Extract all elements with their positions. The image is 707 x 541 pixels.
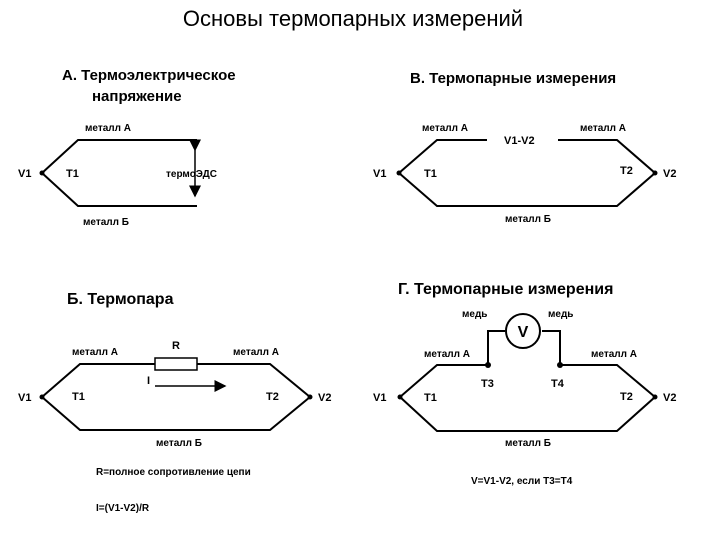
panel-b-t2: T2 <box>266 391 279 403</box>
panel-a-t1: T1 <box>66 168 79 180</box>
panel-a-metal-b: металл Б <box>83 217 129 228</box>
panel-b-metal-b: металл Б <box>156 438 202 449</box>
panel-g-heading: Г. Термопарные измерения <box>398 281 613 298</box>
panel-a-heading-line1: А. Термоэлектрическое <box>62 67 236 84</box>
voltmeter-icon <box>505 313 541 349</box>
panel-v-wires <box>397 139 657 207</box>
panel-a-metal-a: металл А <box>85 123 131 134</box>
panel-g-t1: T1 <box>424 392 437 404</box>
panel-b: Б. Термопара металл А металл А R I метал… <box>18 291 331 514</box>
panel-a-emf-label: термоЭДС <box>166 169 217 180</box>
panel-g-metal-a-right: металл А <box>591 349 637 360</box>
panel-b-i-label: I <box>147 375 150 387</box>
panel-g-v1: V1 <box>373 392 386 404</box>
panel-b-note-current: I=(V1-V2)/R <box>96 503 150 514</box>
panel-g-note: V=V1-V2, если T3=T4 <box>471 476 573 487</box>
panel-g-junction-t4 <box>557 362 563 368</box>
voltmeter-label: V <box>518 324 529 341</box>
panel-a-junction <box>39 170 45 176</box>
panel-v-metal-b: металл Б <box>505 214 551 225</box>
panel-b-metal-a-right: металл А <box>233 347 279 358</box>
panel-a-v1: V1 <box>18 168 31 180</box>
panel-g-metal-b: металл Б <box>505 438 551 449</box>
panel-g-t3: T3 <box>481 378 494 390</box>
panel-g-metal-a-left: металл А <box>424 349 470 360</box>
panel-b-wires <box>40 363 312 431</box>
panel-g-copper-left-label: медь <box>462 309 487 320</box>
page-title: Основы термопарных измерений <box>183 6 523 31</box>
panel-g-junction-left <box>397 394 403 400</box>
panel-g-copper-right <box>542 330 561 365</box>
panel-b-junction-left <box>39 394 45 400</box>
panel-b-resistor <box>154 357 198 371</box>
panel-g-wires <box>398 364 657 432</box>
panel-b-v2: V2 <box>318 392 331 404</box>
panel-b-r-label: R <box>172 340 180 352</box>
panel-g-v2: V2 <box>663 392 676 404</box>
panel-g-junction-t3 <box>485 362 491 368</box>
panel-v-metal-a-right: металл А <box>580 123 626 134</box>
panel-g: Г. Термопарные измерения V медь медь мет… <box>373 281 676 487</box>
panel-b-v1: V1 <box>18 392 31 404</box>
panel-v-metal-a-left: металл А <box>422 123 468 134</box>
panel-v-v1: V1 <box>373 168 386 180</box>
panel-v: В. Термопарные измерения металл А металл… <box>373 70 676 225</box>
panel-g-copper-right-label: медь <box>548 309 573 320</box>
panel-g-junction-right <box>652 394 658 400</box>
panel-b-note-resistance: R=полное сопротивление цепи <box>96 467 251 478</box>
panel-v-t1: T1 <box>424 168 437 180</box>
panel-b-metal-a-left: металл А <box>72 347 118 358</box>
panel-a-heading-line2: напряжение <box>92 88 182 105</box>
panel-v-heading: В. Термопарные измерения <box>410 70 616 87</box>
panel-g-copper-left <box>487 330 505 365</box>
panel-v-junction-left <box>396 170 402 176</box>
panel-v-diff: V1-V2 <box>504 135 535 147</box>
panel-b-heading: Б. Термопара <box>67 291 174 308</box>
panel-v-t2: T2 <box>620 165 633 177</box>
panel-v-junction-right <box>652 170 658 176</box>
panel-v-v2: V2 <box>663 168 676 180</box>
panel-a: А. Термоэлектрическое напряжение металл … <box>18 67 236 228</box>
panel-b-junction-right <box>307 394 313 400</box>
panel-g-t4: T4 <box>551 378 565 390</box>
panel-g-t2: T2 <box>620 391 633 403</box>
panel-b-t1: T1 <box>72 391 85 403</box>
